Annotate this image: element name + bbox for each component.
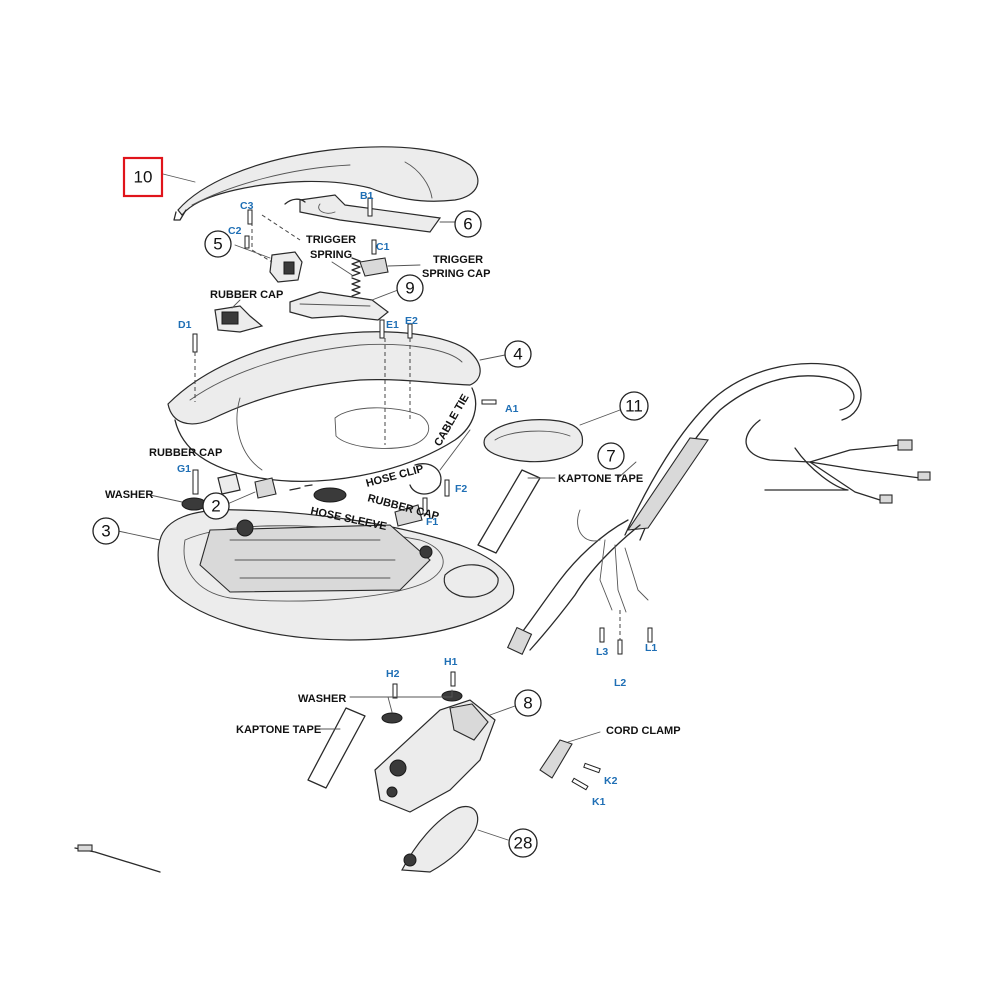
callout-2: 2 [202,492,230,520]
callout-6: 6 [454,210,482,238]
part-3-base-shell [117,509,515,641]
label-cord-clamp: CORD CLAMP [606,725,681,737]
code-g1: G1 [177,463,191,475]
highlight-box-part-10 [122,156,164,198]
part-28-bottom-plate [401,806,509,873]
part-5-bracket [234,214,303,283]
label-cable-tie: CABLE TIE [432,392,471,448]
part-2-valve-cluster [149,429,471,527]
callout-10-label: 10 [134,168,153,187]
label-rubber-cap-top: RUBBER CAP [210,289,283,301]
code-e2: E2 [405,315,418,327]
label-trigger-spring-2: SPRING [310,249,352,261]
code-d1: D1 [178,319,192,331]
callout-6-label: 6 [463,215,472,234]
callout-10: 10 [134,168,153,187]
code-c2: C2 [228,225,242,237]
callout-7: 7 [597,442,625,470]
callout-3-label: 3 [101,522,110,541]
part-11-cover-plate [483,409,621,463]
code-f1: F1 [426,516,438,528]
code-l1: L1 [645,642,657,654]
part-9-trigger [289,289,399,321]
callout-9-label: 9 [405,279,414,298]
label-trigger-spring-cap-2: SPRING CAP [422,268,490,280]
code-l2: L2 [614,677,626,689]
part-8-lower-bracket [349,689,516,813]
callout-8: 8 [514,689,542,717]
callout-11: 11 [619,391,649,421]
kaptone-tape-right-strip [477,469,541,554]
probe-wire [74,844,161,873]
callout-5-label: 5 [213,235,222,254]
callout-9: 9 [396,274,424,302]
callout-5: 5 [204,230,232,258]
label-rubber-cap-left: RUBBER CAP [149,447,222,459]
label-washer-left: WASHER [105,489,153,501]
callout-28: 28 [508,828,538,858]
kaptone-tape-bottom-strip [307,707,366,789]
code-h2: H2 [386,668,400,680]
code-c1: C1 [376,241,390,253]
cord-clamp-part [539,731,601,779]
code-h1: H1 [444,656,458,668]
code-k2: K2 [604,775,618,787]
code-f2: F2 [455,483,467,495]
label-kaptone-tape-right: KAPTONE TAPE [558,473,643,485]
callout-28-label: 28 [514,834,533,853]
code-e1: E1 [386,319,399,331]
code-k1: K1 [592,796,606,808]
callout-3: 3 [92,517,120,545]
code-c3: C3 [240,200,254,212]
rubber-cap-top-part [214,299,264,333]
trigger-spring-assembly [331,257,421,297]
part-4-upper-shell [167,331,506,482]
callout-2-label: 2 [211,497,220,516]
code-b1: B1 [360,190,374,202]
label-trigger-spring-cap-1: TRIGGER [433,254,483,266]
callout-4: 4 [504,340,532,368]
label-trigger-spring-1: TRIGGER [306,234,356,246]
code-l3: L3 [596,646,608,658]
label-washer-bottom: WASHER [298,693,346,705]
part-7-cord-assembly [506,363,931,655]
callout-11-label: 11 [625,397,643,416]
callout-4-label: 4 [513,345,522,364]
screws [192,197,653,791]
code-a1: A1 [505,403,519,415]
part-10-handle-cover [162,146,479,221]
callout-7-label: 7 [606,447,615,466]
callout-8-label: 8 [523,694,532,713]
label-kaptone-tape-bottom: KAPTONE TAPE [236,724,321,736]
